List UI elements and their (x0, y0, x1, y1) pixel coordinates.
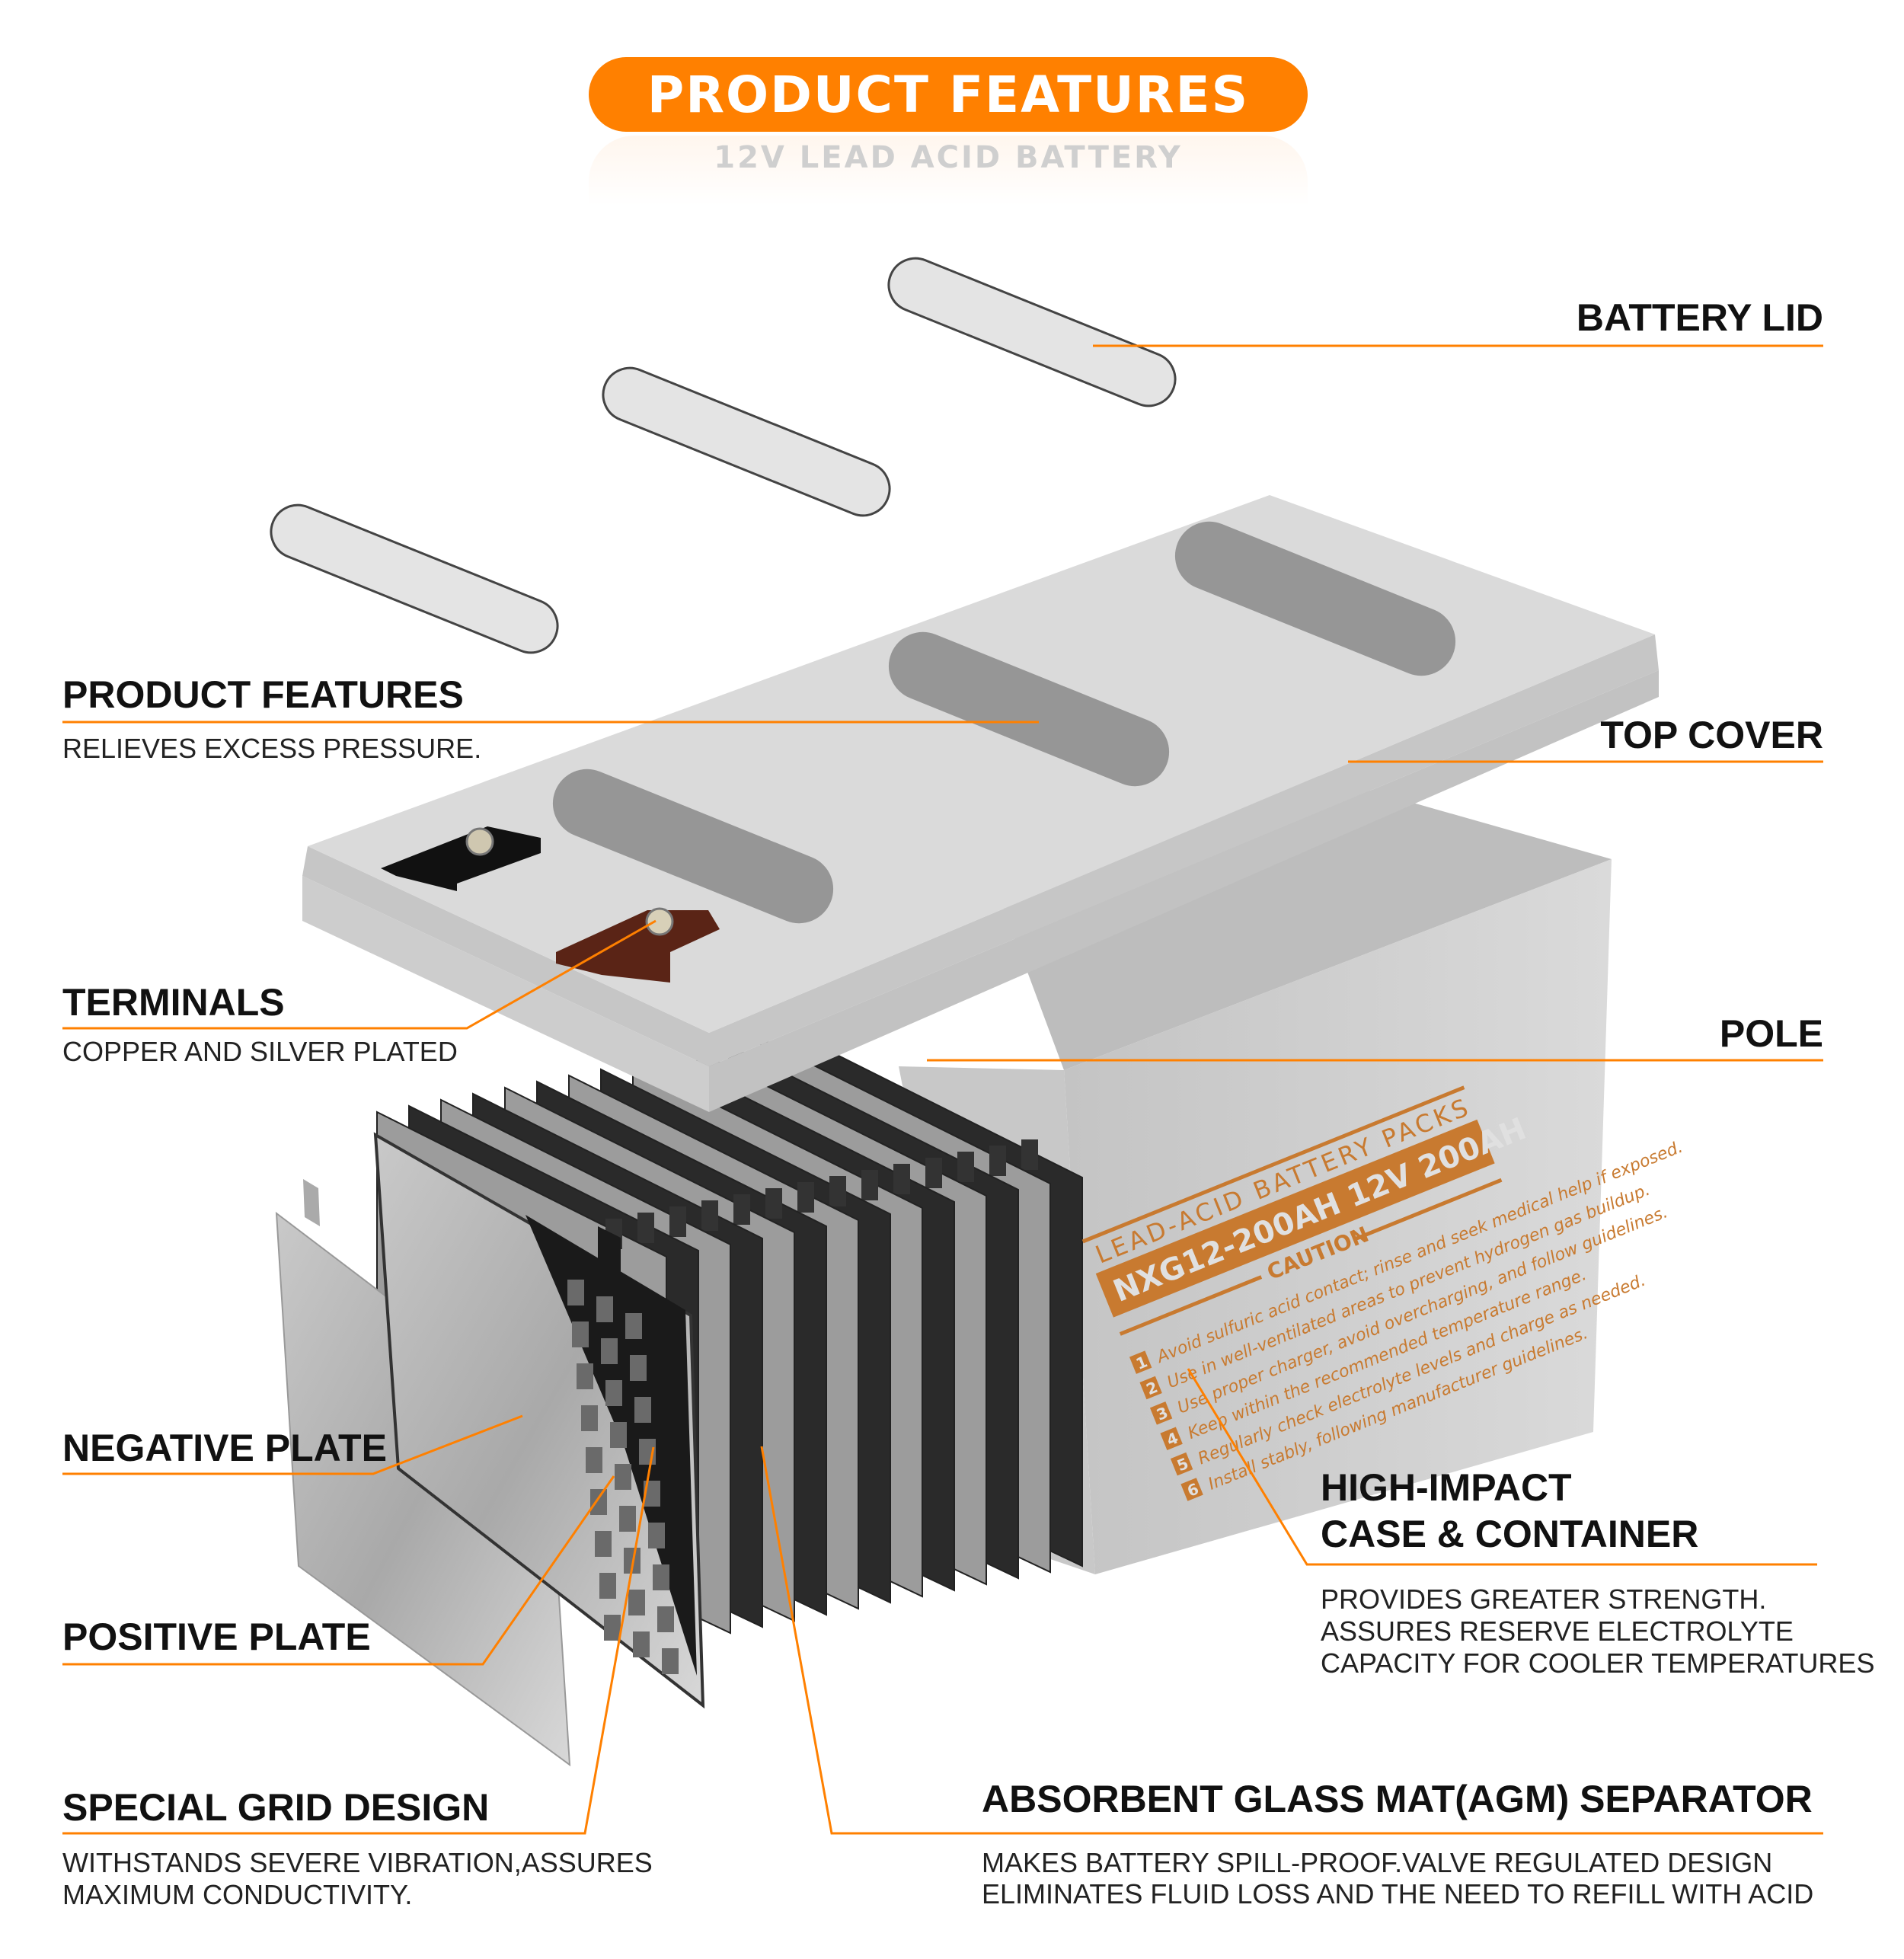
instruction-number-box (1139, 1376, 1162, 1400)
plate-tab (957, 1152, 974, 1182)
callout-pole-title: POLE (1719, 1012, 1823, 1055)
grid-cell (601, 1338, 618, 1364)
callout-terminals-desc: COPPER AND SILVER PLATED (62, 1036, 458, 1067)
grid-cell (577, 1363, 593, 1389)
instruction-number-box (1129, 1350, 1152, 1374)
grid-cell (624, 1548, 641, 1574)
callout-positive-plate-title: POSITIVE PLATE (62, 1615, 371, 1658)
battery-lid (887, 257, 1177, 407)
plate-tab (765, 1188, 782, 1219)
callout-product-features-title: PRODUCT FEATURES (62, 673, 464, 716)
positive-terminal (556, 907, 720, 983)
top-cover (302, 495, 1659, 1112)
grid-cell (567, 1280, 584, 1305)
plate-tab (637, 1213, 654, 1243)
vent-slot (552, 769, 834, 924)
callout-top-cover-title: TOP COVER (1600, 714, 1823, 756)
grid-design (526, 1215, 697, 1676)
callout-negative-plate-title: NEGATIVE PLATE (62, 1427, 387, 1469)
callout-case-desc-3: CAPACITY FOR COOLER TEMPERATURES (1321, 1647, 1875, 1679)
plate-tab (861, 1170, 878, 1200)
grid-cell (644, 1481, 660, 1507)
header-subtitle: 12V LEAD ACID BATTERY (589, 136, 1308, 206)
grid-cell (657, 1606, 674, 1632)
negative-terminal (381, 826, 541, 891)
plate-tab (669, 1206, 686, 1237)
grid-cell (619, 1506, 636, 1532)
grid-cell (605, 1380, 622, 1406)
grid-cell (630, 1355, 647, 1381)
grid-cell (615, 1464, 631, 1490)
callout-terminals-title: TERMINALS (62, 981, 285, 1024)
header-title: PRODUCT FEATURES (647, 65, 1250, 124)
callout-case-title-1: HIGH-IMPACT (1321, 1466, 1572, 1509)
callout-battery-lid-title: BATTERY LID (1576, 296, 1823, 339)
instruction-number-box (1149, 1401, 1173, 1425)
instruction-number-box (1170, 1452, 1193, 1476)
grid-cell (586, 1447, 602, 1473)
plate-tab (989, 1146, 1006, 1176)
callout-agm-title: ABSORBENT GLASS MAT(AGM) SEPARATOR (982, 1778, 1813, 1820)
plate-tab (925, 1158, 942, 1188)
grid-cell (596, 1296, 613, 1322)
callout-agm-desc-1: MAKES BATTERY SPILL-PROOF.VALVE REGULATE… (982, 1847, 1773, 1878)
plate-tab (1021, 1139, 1038, 1170)
callout-case-title-2: CASE & CONTAINER (1321, 1513, 1699, 1555)
instruction-number-box (1180, 1478, 1203, 1501)
callout-leader-lines (62, 344, 1823, 1835)
vent-slot (888, 631, 1170, 787)
grid-cell (662, 1648, 679, 1674)
callout-case-desc-2: ASSURES RESERVE ELECTROLYTE (1321, 1615, 1794, 1647)
grid-cell (599, 1573, 616, 1599)
grid-cell (653, 1564, 669, 1590)
plate-tab (829, 1176, 846, 1206)
grid-cell (595, 1531, 612, 1557)
callout-agm-desc-2: ELIMINATES FLUID LOSS AND THE NEED TO RE… (982, 1878, 1814, 1909)
grid-cell (625, 1313, 642, 1339)
plate-tab (797, 1182, 814, 1213)
grid-cell (604, 1615, 621, 1641)
vent-slot (1174, 521, 1456, 676)
grid-cell (628, 1590, 645, 1615)
grid-cell (648, 1523, 665, 1548)
grid-cell (590, 1489, 607, 1515)
callout-special-grid-desc-2: MAXIMUM CONDUCTIVITY. (62, 1879, 413, 1910)
callout-product-features-desc: RELIEVES EXCESS PRESSURE. (62, 733, 482, 764)
plate-tab (701, 1200, 718, 1231)
callout-case-desc-1: PROVIDES GREATER STRENGTH. (1321, 1583, 1767, 1615)
callout-special-grid-desc-1: WITHSTANDS SEVERE VIBRATION,ASSURES (62, 1847, 653, 1878)
battery-lid (602, 366, 891, 517)
battery-lid (270, 503, 559, 654)
grid-cell (581, 1405, 598, 1431)
grid-cell (610, 1422, 627, 1448)
plate-tab (893, 1164, 910, 1194)
grid-cell (634, 1397, 651, 1423)
grid-cell (633, 1631, 650, 1657)
plate-tab (733, 1194, 750, 1225)
callout-special-grid-title: SPECIAL GRID DESIGN (62, 1786, 490, 1829)
header-banner: PRODUCT FEATURES (589, 57, 1308, 132)
grid-cell (572, 1321, 589, 1347)
instruction-number-box (1160, 1427, 1183, 1450)
